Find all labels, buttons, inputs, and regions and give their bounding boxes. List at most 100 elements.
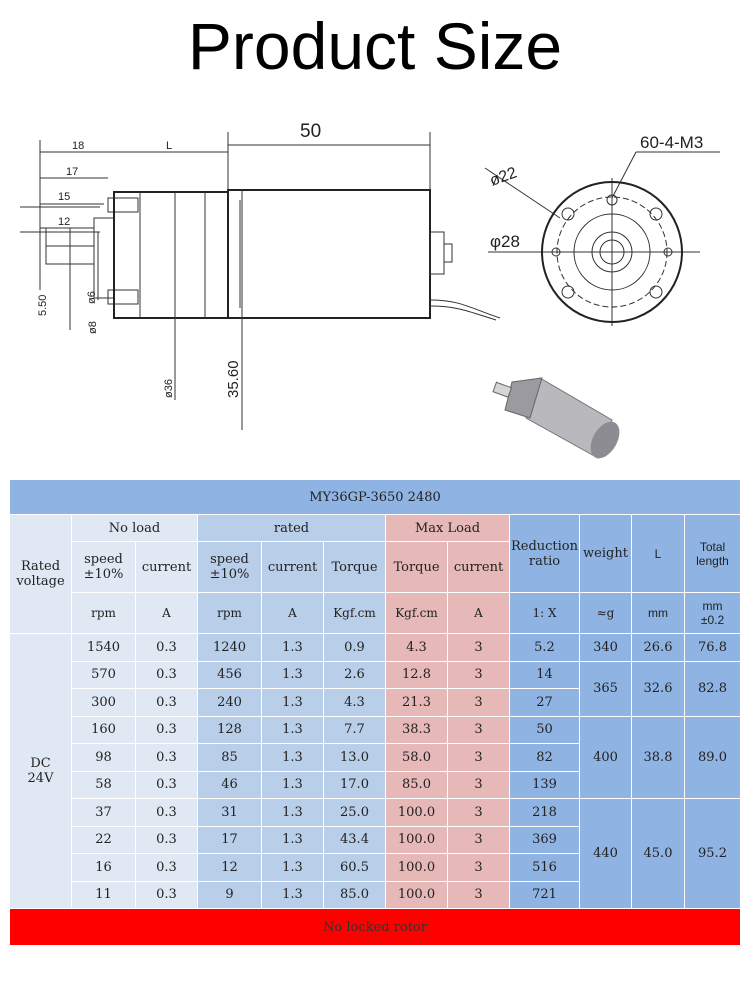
cell-nl-speed: 11 [71, 880, 136, 909]
cell-nl-speed: 160 [71, 715, 136, 744]
cell-nl-current: 0.3 [135, 825, 198, 854]
cell-ratio: 27 [509, 688, 580, 717]
cell-ratio: 14 [509, 660, 580, 689]
cell-r-speed: 17 [197, 825, 262, 854]
dim-50-label: 50 [300, 121, 321, 142]
r-current-header: current [261, 541, 324, 593]
cell-r-torque: 25.0 [323, 798, 386, 827]
cell-m-torque: 100.0 [385, 880, 448, 909]
r-torque-header: Torque [323, 541, 386, 593]
cell-nl-current: 0.3 [135, 770, 198, 799]
cell-m-current: 3 [447, 770, 510, 799]
cell-m-torque: 21.3 [385, 688, 448, 717]
cell-weight: 340 [579, 633, 632, 662]
cell-r-speed: 12 [197, 853, 262, 882]
cell-r-torque: 13.0 [323, 743, 386, 772]
nl-current-header: current [135, 541, 198, 593]
cell-nl-current: 0.3 [135, 743, 198, 772]
unit-ratio: 1: X [509, 592, 580, 634]
dim-12-label: 12 [58, 216, 70, 228]
cell-nl-speed: 98 [71, 743, 136, 772]
cell-m-current: 3 [447, 743, 510, 772]
cell-r-current: 1.3 [261, 743, 324, 772]
dim-18-label: 18 [72, 140, 84, 152]
m-torque-header: Torque [385, 541, 448, 593]
cell-r-speed: 456 [197, 660, 262, 689]
cell-ratio: 50 [509, 715, 580, 744]
cell-r-current: 1.3 [261, 825, 324, 854]
cell-r-speed: 85 [197, 743, 262, 772]
cell-ratio: 139 [509, 770, 580, 799]
motor-dimension-drawing: 50 L 18 17 15 12 ø36 35.60 ø6 ø8 5.50 ø2… [20, 121, 720, 459]
unit-a: A [261, 592, 324, 634]
dim-phi22-label: ø22 [488, 164, 520, 189]
cell-nl-current: 0.3 [135, 688, 198, 717]
cell-r-current: 1.3 [261, 633, 324, 662]
dim-phi8-label: ø8 [87, 321, 99, 334]
unit-kgf: Kgf.cm [385, 592, 448, 634]
cell-r-current: 1.3 [261, 715, 324, 744]
cell-nl-current: 0.3 [135, 880, 198, 909]
cell-ratio: 82 [509, 743, 580, 772]
cell-r-speed: 240 [197, 688, 262, 717]
cell-total: 82.8 [684, 660, 741, 717]
cell-m-torque: 12.8 [385, 660, 448, 689]
cell-ratio: 516 [509, 853, 580, 882]
cell-nl-current: 0.3 [135, 633, 198, 662]
cell-m-current: 3 [447, 853, 510, 882]
cell-nl-speed: 1540 [71, 633, 136, 662]
dim-phi36-label: ø36 [163, 379, 175, 398]
rated-header: rated [197, 514, 386, 542]
cell-nl-current: 0.3 [135, 660, 198, 689]
cell-r-speed: 31 [197, 798, 262, 827]
dim-17-label: 17 [66, 166, 78, 178]
cell-nl-current: 0.3 [135, 715, 198, 744]
cell-m-current: 3 [447, 880, 510, 909]
r-speed-header: speed±10% [197, 541, 262, 593]
unit-mm-tol: mm±0.2 [684, 592, 741, 634]
unit-rpm: rpm [197, 592, 262, 634]
cell-l: 45.0 [631, 798, 685, 909]
cell-m-torque: 58.0 [385, 743, 448, 772]
cell-m-current: 3 [447, 633, 510, 662]
dim-phi6-label: ø6 [86, 291, 98, 304]
cell-r-torque: 0.9 [323, 633, 386, 662]
unit-a: A [447, 592, 510, 634]
cell-r-speed: 9 [197, 880, 262, 909]
cell-m-torque: 100.0 [385, 853, 448, 882]
cell-total: 76.8 [684, 633, 741, 662]
dim-l-label: L [166, 140, 172, 152]
cell-r-speed: 46 [197, 770, 262, 799]
cell-total: 95.2 [684, 798, 741, 909]
weight-header: weight [579, 514, 632, 593]
unit-g: ≈g [579, 592, 632, 634]
cell-nl-speed: 58 [71, 770, 136, 799]
cell-m-current: 3 [447, 715, 510, 744]
cell-ratio: 218 [509, 798, 580, 827]
cell-l: 26.6 [631, 633, 685, 662]
cell-r-current: 1.3 [261, 770, 324, 799]
max-load-header: Max Load [385, 514, 510, 542]
cell-nl-current: 0.3 [135, 798, 198, 827]
cell-r-current: 1.3 [261, 688, 324, 717]
dim-phi28-label: φ28 [490, 232, 520, 251]
dim-35-60-label: 35.60 [225, 360, 242, 398]
l-header: L [631, 514, 685, 593]
nl-speed-header: speed±10% [71, 541, 136, 593]
cell-total: 89.0 [684, 715, 741, 799]
cell-weight: 365 [579, 660, 632, 717]
cell-r-torque: 43.4 [323, 825, 386, 854]
dim-15-label: 15 [58, 191, 70, 203]
cell-m-torque: 100.0 [385, 798, 448, 827]
